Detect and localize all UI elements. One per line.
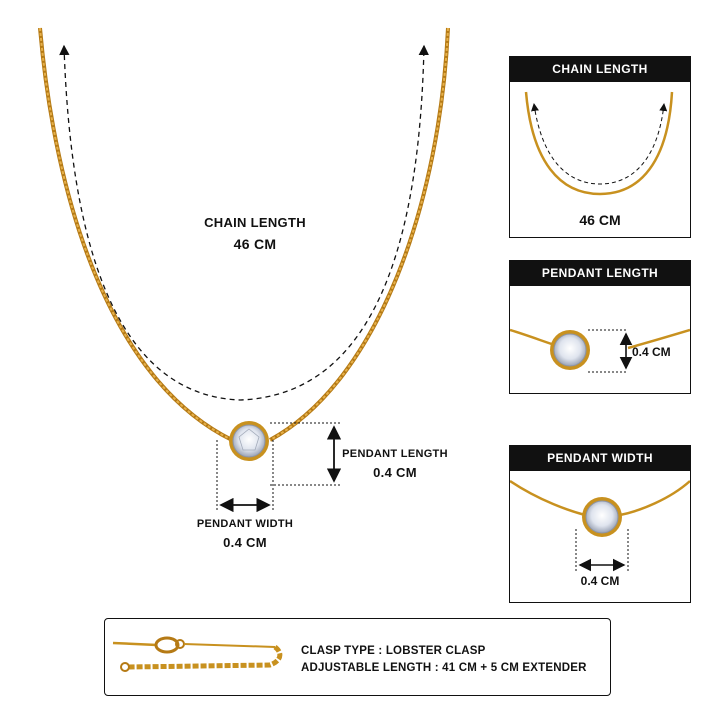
chain-length-label: CHAIN LENGTH xyxy=(204,215,306,230)
chain-length-panel-title: CHAIN LENGTH xyxy=(510,57,690,82)
pendant-width-label: PENDANT WIDTH xyxy=(196,518,294,530)
pendant-length-value: 0.4 CM xyxy=(373,465,417,480)
pendant-length-thumbnail xyxy=(510,328,690,373)
pendant-gem xyxy=(229,421,269,461)
pendant-width-panel: PENDANT WIDTH 0.4 CM xyxy=(509,445,691,603)
chain-left xyxy=(38,27,233,442)
pendant-length-panel: PENDANT LENGTH 0.4 CM xyxy=(509,260,691,394)
pendant-length-panel-title: PENDANT LENGTH xyxy=(510,261,690,286)
chain-length-value: 46 CM xyxy=(233,236,277,252)
necklace-illustration xyxy=(38,27,450,513)
adjustable-length-text: ADJUSTABLE LENGTH : 41 CM + 5 CM EXTENDE… xyxy=(301,662,587,674)
clasp-info-box: CLASP TYPE : LOBSTER CLASP ADJUSTABLE LE… xyxy=(104,618,611,696)
clasp-type-text: CLASP TYPE : LOBSTER CLASP xyxy=(301,645,486,657)
chain-length-thumbnail xyxy=(524,91,674,196)
chain-length-arrow xyxy=(59,44,429,401)
pendant-length-panel-value: 0.4 CM xyxy=(632,345,671,359)
chain-length-panel-value: 46 CM xyxy=(579,212,621,228)
lobster-clasp-illustration xyxy=(112,636,283,672)
pendant-width-thumbnail xyxy=(510,479,690,572)
pendant-width-panel-title: PENDANT WIDTH xyxy=(510,446,690,471)
pendant-width-value: 0.4 CM xyxy=(223,535,267,550)
main-necklace-figure: CHAIN LENGTH 46 CM PENDANT LENGTH 0.4 CM… xyxy=(38,27,450,550)
pendant-width-panel-value: 0.4 CM xyxy=(580,574,620,588)
clasp-text-block: CLASP TYPE : LOBSTER CLASP ADJUSTABLE LE… xyxy=(301,643,587,677)
pendant-length-label: PENDANT LENGTH xyxy=(342,448,448,460)
chain-right xyxy=(269,27,450,442)
chain-length-panel: CHAIN LENGTH 46 CM xyxy=(509,56,691,238)
